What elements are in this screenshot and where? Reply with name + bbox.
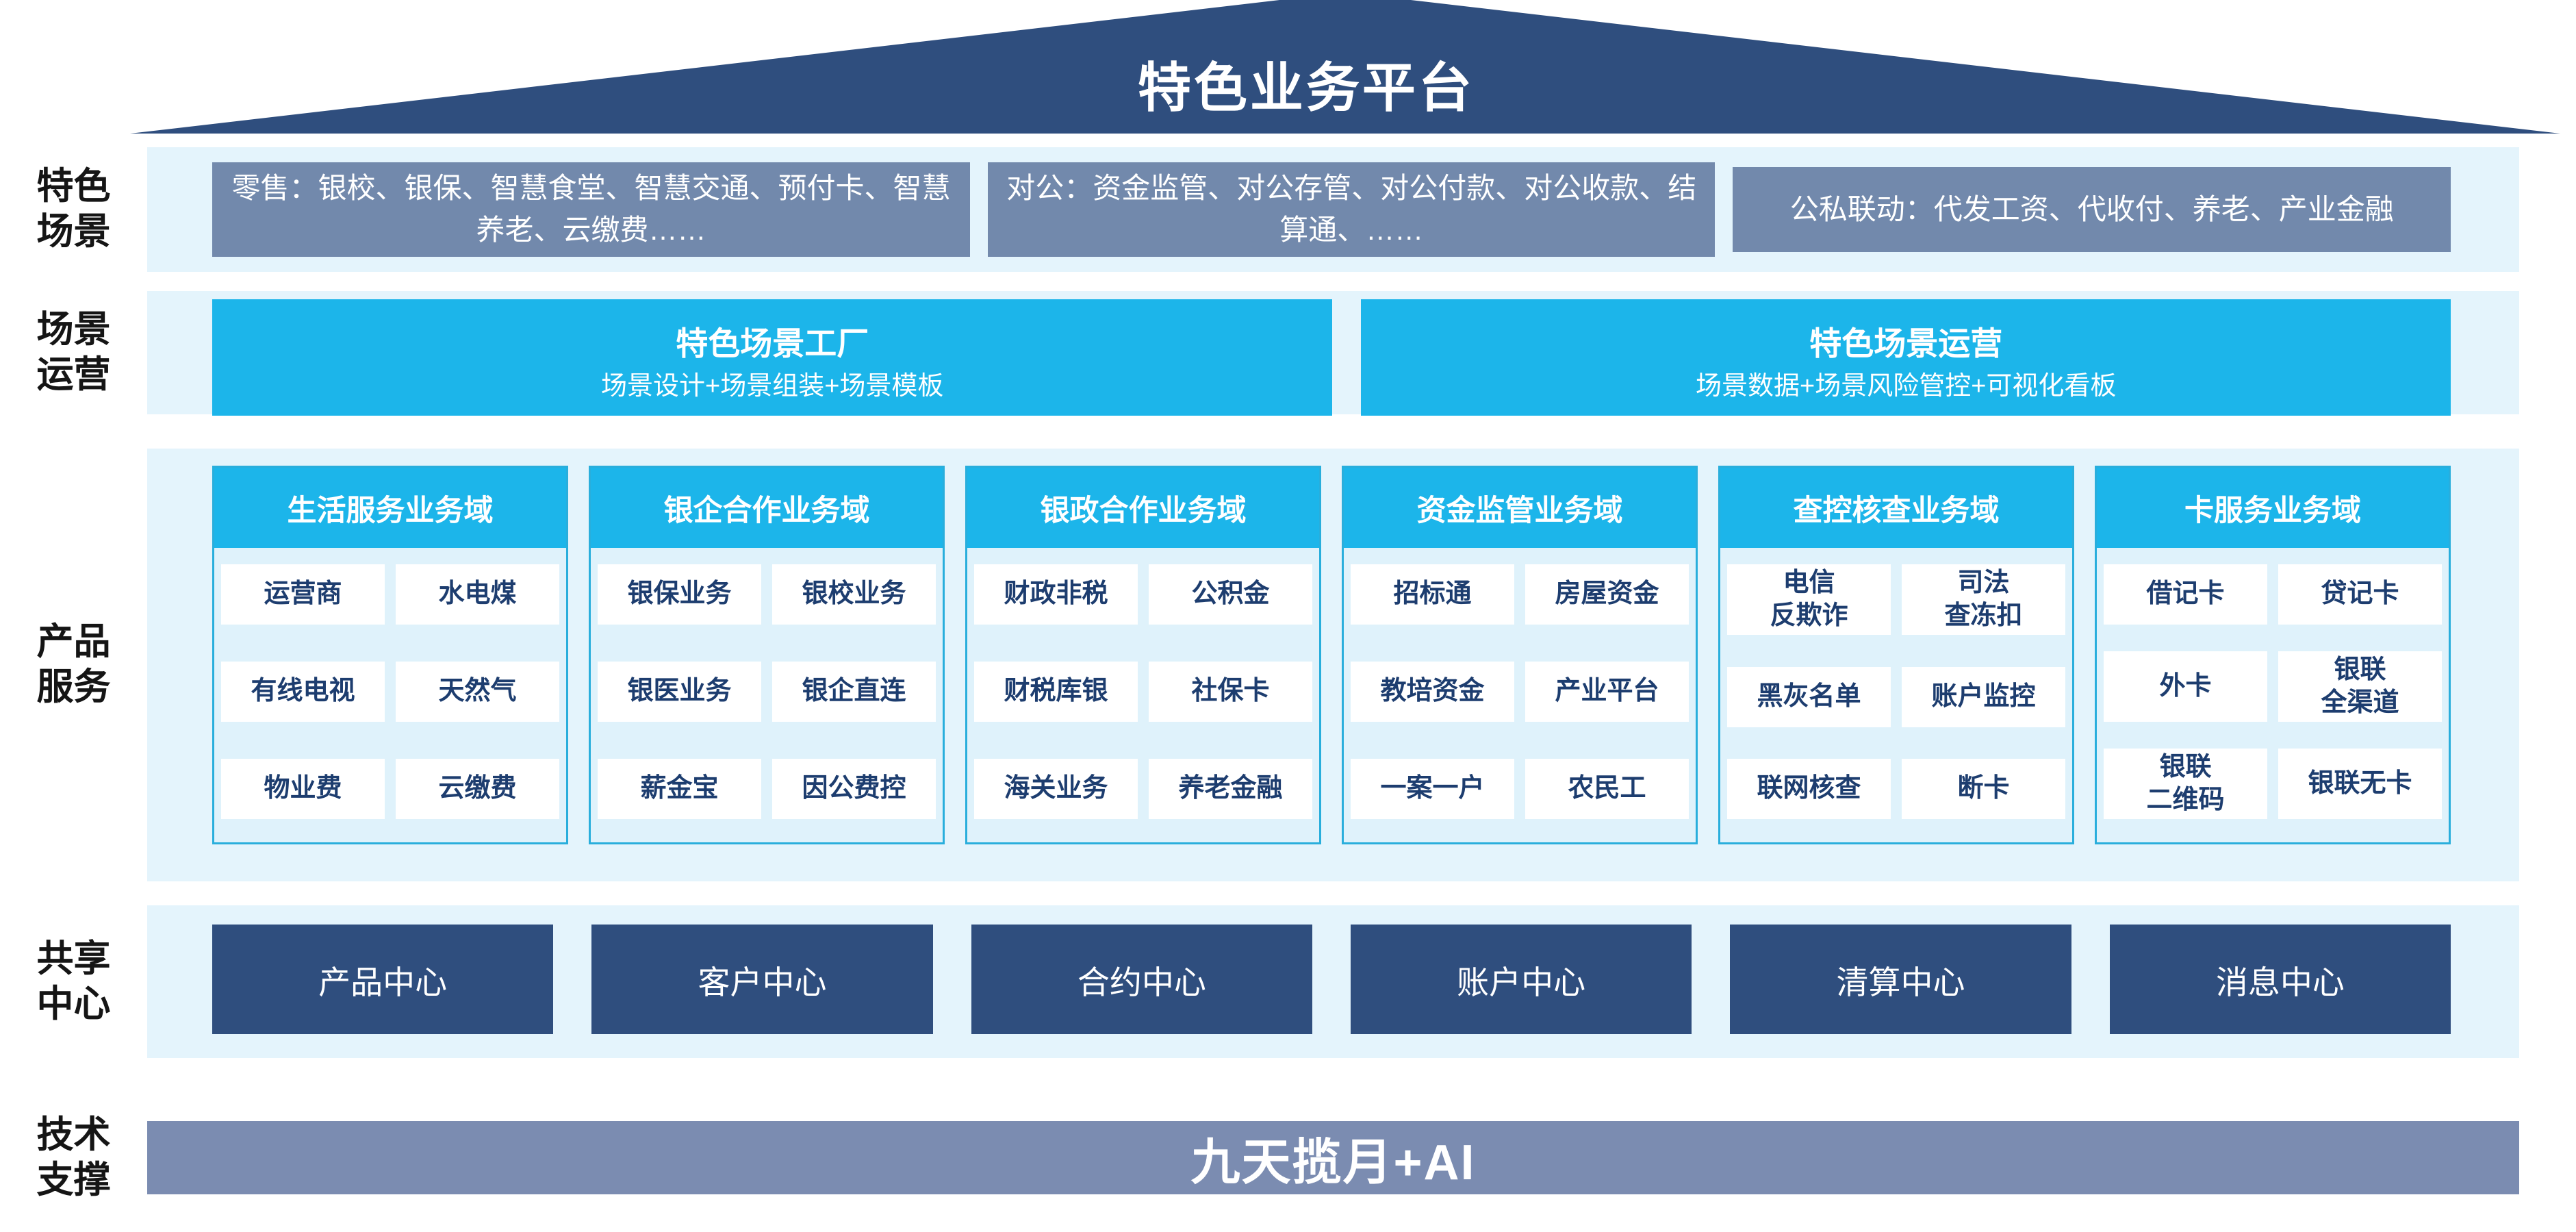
product-row: 银保业务 银校业务 [598,564,936,625]
product-row: 海关业务 养老金融 [974,759,1312,819]
product-column-card-service: 卡服务业务域 借记卡 贷记卡 外卡 银联 全渠道 银联 二维码 银联无卡 [2095,466,2451,844]
product-row: 黑灰名单 账户监控 [1727,666,2065,727]
side-label-operations: 场景 运营 [36,309,111,395]
product-column-body: 借记卡 贷记卡 外卡 银联 全渠道 银联 二维码 银联无卡 [2097,548,2449,842]
product-column-inquiry-verification: 查控核查业务域 电信 反欺诈 司法 查冻扣 黑灰名单 账户监控 联网核查 断卡 [1718,466,2074,844]
product-row: 银医业务 银企直连 [598,662,936,722]
product-item: 账户监控 [1902,666,2065,727]
product-item: 天然气 [396,662,559,722]
band-centers: 产品中心 客户中心 合约中心 账户中心 清算中心 消息中心 [147,905,2519,1058]
product-item: 黑灰名单 [1727,666,1891,727]
product-item: 水电煤 [396,564,559,625]
scene-box-corporate: 对公：资金监管、对公存管、对公付款、对公收款、结算通、…… [988,162,1716,257]
product-item: 断卡 [1902,759,2065,819]
product-item: 招标通 [1351,564,1514,625]
product-row: 借记卡 贷记卡 [2104,564,2442,625]
product-row: 招标通 房屋资金 [1351,564,1689,625]
side-label-products: 产品 服务 [36,621,111,707]
product-row: 外卡 银联 全渠道 [2104,651,2442,722]
product-column-fund-supervision: 资金监管业务域 招标通 房屋资金 教培资金 产业平台 一案一户 农民工 [1342,466,1698,844]
operation-box-title: 特色场景运营 [1809,325,2003,362]
product-item: 贷记卡 [2278,564,2442,625]
operation-box-subtitle: 场景数据+场景风险管控+可视化看板 [1696,372,2117,401]
product-item: 教培资金 [1351,662,1514,722]
center-box-account: 账户中心 [1351,925,1692,1034]
operation-box-operation: 特色场景运营 场景数据+场景风险管控+可视化看板 [1361,299,2451,416]
product-item: 银联 全渠道 [2278,651,2442,722]
product-column-header: 生活服务业务域 [214,468,566,548]
product-column-header: 卡服务业务域 [2097,468,2449,548]
product-row: 银联 二维码 银联无卡 [2104,749,2442,819]
product-item: 因公费控 [772,759,936,819]
scene-box-retail: 零售：银校、银保、智慧食堂、智慧交通、预付卡、智慧养老、云缴费…… [212,162,971,257]
side-label-scenes: 特色 场景 [36,166,111,252]
center-box-product: 产品中心 [212,925,554,1034]
product-item: 一案一户 [1351,759,1514,819]
band-scenes: 零售：银校、银保、智慧食堂、智慧交通、预付卡、智慧养老、云缴费…… 对公：资金监… [147,147,2519,272]
product-item: 有线电视 [221,662,385,722]
product-column-body: 电信 反欺诈 司法 查冻扣 黑灰名单 账户监控 联网核查 断卡 [1720,548,2072,842]
operation-box-title: 特色场景工厂 [676,325,869,362]
product-item: 银联无卡 [2278,749,2442,819]
product-item: 公积金 [1149,564,1312,625]
band-operations: 特色场景工厂 场景设计+场景组装+场景模板 特色场景运营 场景数据+场景风险管控… [147,291,2519,416]
product-item: 海关业务 [974,759,1138,819]
center-box-contract: 合约中心 [971,925,1312,1034]
side-label-tech: 技术 支撑 [36,1114,111,1200]
product-row: 运营商 水电煤 [221,564,559,625]
product-row: 联网核查 断卡 [1727,759,2065,819]
product-column-life-service: 生活服务业务域 运营商 水电煤 有线电视 天然气 物业费 云缴费 [212,466,568,844]
product-row: 教培资金 产业平台 [1351,662,1689,722]
product-item: 银医业务 [598,662,761,722]
product-row: 一案一户 农民工 [1351,759,1689,819]
operation-box-subtitle: 场景设计+场景组装+场景模板 [601,372,944,401]
product-item: 财政非税 [974,564,1138,625]
tech-bar-label: 九天揽月+AI [1190,1135,1476,1190]
product-column-header: 查控核查业务域 [1720,468,2072,548]
product-column-header: 银政合作业务域 [967,468,1319,548]
center-box-customer: 客户中心 [591,925,933,1034]
product-item: 银联 二维码 [2104,749,2267,819]
product-item: 产业平台 [1525,662,1689,722]
band-products: 生活服务业务域 运营商 水电煤 有线电视 天然气 物业费 云缴费 银企合作业务域 [147,449,2519,881]
product-column-header: 资金监管业务域 [1344,468,1696,548]
product-item: 农民工 [1525,759,1689,819]
product-item: 社保卡 [1149,662,1312,722]
product-item: 外卡 [2104,651,2267,722]
product-column-body: 银保业务 银校业务 银医业务 银企直连 薪金宝 因公费控 [591,548,943,842]
product-item: 养老金融 [1149,759,1312,819]
product-item: 薪金宝 [598,759,761,819]
product-row: 财政非税 公积金 [974,564,1312,625]
tech-support-bar: 九天揽月+AI [147,1121,2519,1194]
product-column-bank-government: 银政合作业务域 财政非税 公积金 财税库银 社保卡 海关业务 养老金融 [965,466,1321,844]
center-box-message: 消息中心 [2109,925,2451,1034]
product-column-body: 招标通 房屋资金 教培资金 产业平台 一案一户 农民工 [1344,548,1696,842]
product-column-body: 财政非税 公积金 财税库银 社保卡 海关业务 养老金融 [967,548,1319,842]
product-row: 财税库银 社保卡 [974,662,1312,722]
product-item: 云缴费 [396,759,559,819]
product-item: 财税库银 [974,662,1138,722]
operation-box-factory: 特色场景工厂 场景设计+场景组装+场景模板 [212,299,1333,416]
product-column-header: 银企合作业务域 [591,468,943,548]
side-label-centers: 共享 中心 [36,938,111,1024]
product-row: 有线电视 天然气 [221,662,559,722]
product-item: 运营商 [221,564,385,625]
product-column-body: 运营商 水电煤 有线电视 天然气 物业费 云缴费 [214,548,566,842]
center-box-clearing: 清算中心 [1730,925,2071,1034]
product-item: 房屋资金 [1525,564,1689,625]
product-row: 电信 反欺诈 司法 查冻扣 [1727,564,2065,635]
scene-box-linkage: 公私联动：代发工资、代收付、养老、产业金融 [1733,167,2451,252]
product-item: 银校业务 [772,564,936,625]
product-item: 物业费 [221,759,385,819]
product-item: 借记卡 [2104,564,2267,625]
platform-title: 特色业务平台 [1137,58,1475,118]
product-row: 薪金宝 因公费控 [598,759,936,819]
product-item: 联网核查 [1727,759,1891,819]
product-row: 物业费 云缴费 [221,759,559,819]
product-item: 银企直连 [772,662,936,722]
product-item: 银保业务 [598,564,761,625]
product-column-bank-enterprise: 银企合作业务域 银保业务 银校业务 银医业务 银企直连 薪金宝 因公费控 [589,466,945,844]
product-item: 司法 查冻扣 [1902,564,2065,635]
product-item: 电信 反欺诈 [1727,564,1891,635]
